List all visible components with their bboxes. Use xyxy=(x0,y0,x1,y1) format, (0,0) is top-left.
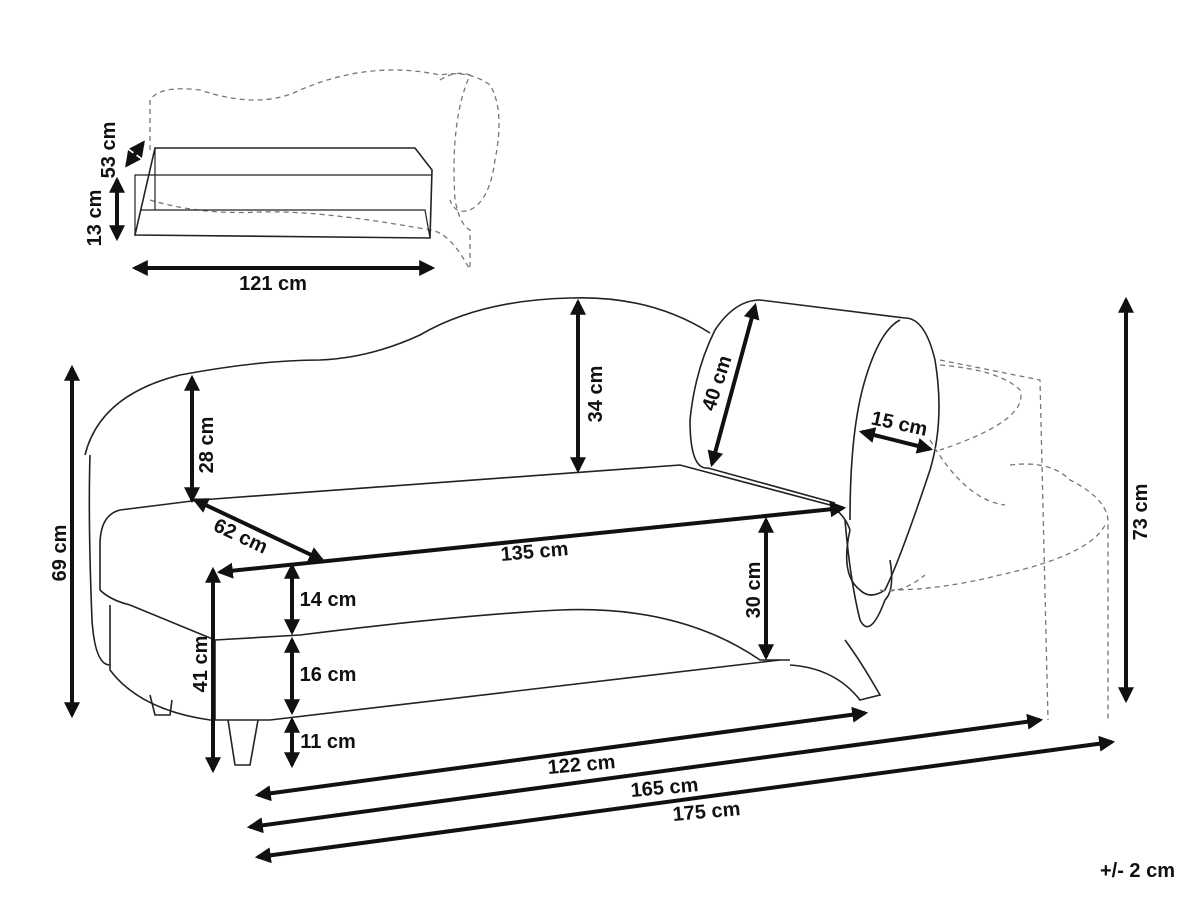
label-backrest-low: 28 cm xyxy=(196,417,218,474)
label-seat-height: 41 cm xyxy=(190,636,212,693)
storage-depth-arrow xyxy=(125,140,145,168)
arrow-175 xyxy=(254,735,1116,864)
label-storage-width: 121 cm xyxy=(239,273,307,295)
label-total-height-left: 69 cm xyxy=(49,525,71,582)
arrow-135 xyxy=(216,501,847,579)
arrow-122 xyxy=(254,706,869,802)
curved-leg xyxy=(789,639,882,701)
arrow-40 xyxy=(707,302,760,468)
pillow-dashed xyxy=(939,359,1049,721)
label-length-base: 122 cm xyxy=(547,751,617,779)
arrow-165 xyxy=(246,713,1044,834)
label-total-height: 73 cm xyxy=(1130,484,1152,541)
label-seat-cushion: 14 cm xyxy=(300,589,357,611)
label-base: 16 cm xyxy=(300,664,357,686)
label-legs: 11 cm xyxy=(300,731,356,753)
storage-box xyxy=(133,147,433,239)
tolerance-note: +/- 2 cm xyxy=(1100,860,1175,882)
label-backrest-high: 34 cm xyxy=(585,366,607,423)
label-pillow-length: 40 cm xyxy=(698,353,736,414)
label-storage-height: 13 cm xyxy=(84,190,106,247)
label-armrest-height: 30 cm xyxy=(743,562,765,619)
storage-inset xyxy=(109,69,500,276)
sofa-outline xyxy=(84,296,1109,766)
back-leg xyxy=(149,694,173,716)
label-storage-depth: 53 cm xyxy=(98,122,120,179)
dimension-arrows xyxy=(64,296,1134,864)
label-length-with-pillow: 175 cm xyxy=(672,798,742,826)
arrow-15 xyxy=(858,427,934,454)
front-leg xyxy=(227,719,259,766)
label-seat-length: 135 cm xyxy=(500,538,570,566)
